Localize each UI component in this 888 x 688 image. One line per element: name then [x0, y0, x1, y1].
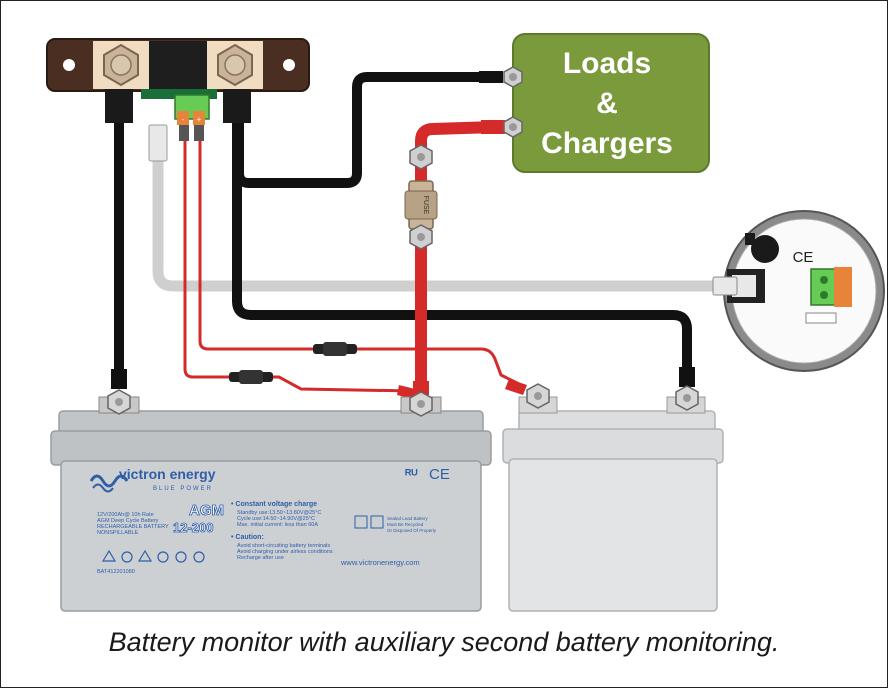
shunt-term-plus: + [197, 115, 202, 124]
recycle-icon [354, 515, 384, 529]
sense-wire-main [183, 139, 414, 393]
aux-battery-bolt-negative [675, 385, 699, 411]
main-battery-rim [50, 430, 492, 466]
recycle-line-2: Must Be Recycled [387, 522, 424, 527]
sense-lug-aux [505, 379, 527, 395]
shunt: - + [46, 38, 310, 162]
battery-monitor: CE [712, 210, 885, 372]
svg-text:CE: CE [429, 466, 450, 483]
loads-chargers-box: Loads & Chargers [503, 33, 710, 173]
main-battery-body [60, 460, 482, 612]
charge-line-2: Cycle use:14.50~14.90V@25°C [237, 516, 315, 522]
monitor-dip-switch [805, 312, 837, 324]
negative-lug-loads [479, 71, 503, 83]
aux-battery-bolt-positive [526, 383, 550, 409]
spec-line-4: NONSPILLABLE [97, 530, 139, 536]
spec-line-2: AGM Deep Cycle Battery [97, 518, 159, 524]
sense-plug-2 [194, 125, 204, 141]
rj12-plug-monitor [712, 276, 738, 296]
shunt-mount-hole-left [63, 59, 75, 71]
spec-line-1: 12V/200Ah@ 10h Rate [97, 512, 154, 518]
part-number: BAT412201080 [97, 569, 135, 575]
main-battery-bolt-negative [107, 389, 131, 415]
model-label: AGM [189, 502, 224, 519]
warning-icons [101, 549, 205, 563]
svg-text:ᴿᵁ: ᴿᵁ [405, 466, 418, 482]
fuse-label: FUSE [422, 196, 429, 215]
brand-sub: BLUE POWER [153, 486, 213, 492]
lug-aux-negative [679, 367, 695, 387]
caution-line-2: Avoid charging under airless conditions [237, 549, 333, 555]
positive-lug-loads [481, 120, 505, 134]
shunt-bolt-left [103, 43, 139, 87]
caution-line-1: Avoid short-circuiting battery terminals [237, 543, 330, 549]
cert-marks: ᴿᵁ CE [405, 466, 450, 483]
shunt-cable-boot-right [223, 89, 251, 123]
fuse-bolt-top [409, 144, 433, 170]
loads-ampersand: & [596, 87, 618, 120]
model-number: 12-200 [173, 520, 213, 535]
aux-battery-rim [502, 428, 724, 464]
loads-label: Loads [563, 47, 651, 80]
loads-terminal-negative [503, 66, 523, 88]
spec-line-3: RECHARGEABLE BATTERY [97, 524, 169, 530]
shunt-sense-block-2 [193, 111, 205, 125]
sense-lug-main [397, 385, 415, 399]
recycle-line-3: Or Disposed Of Properly [387, 528, 437, 533]
charge-line-1: Standby use:13.50~13.80V@25°C [237, 510, 321, 516]
lug-battery-positive [413, 381, 429, 395]
charge-line-3: Max. initial current: less than 60A [237, 522, 318, 528]
aux-battery [502, 383, 724, 612]
fuse-bolt-bottom [409, 224, 433, 250]
chargers-label: Chargers [541, 127, 673, 160]
monitor-buzzer [751, 235, 779, 263]
monitor-ce-mark: CE [793, 249, 814, 266]
shunt-bolt-right [217, 43, 253, 87]
recycle-line-1: Sealed Lead Battery [387, 516, 429, 521]
shunt-mount-hole-right [283, 59, 295, 71]
data-cable [152, 155, 729, 292]
shunt-term-minus: - [182, 115, 185, 124]
caution-line-3: Recharge after use [237, 555, 284, 561]
shunt-body [149, 41, 207, 91]
website: www.victronenergy.com [340, 558, 420, 567]
inline-fuse-aux [313, 342, 357, 356]
inline-fuse-main [229, 370, 273, 384]
charge-title: • Constant voltage charge [231, 501, 317, 508]
aux-battery-body [508, 458, 718, 612]
shunt-sense-block-1 [177, 111, 189, 125]
shunt-pcb [141, 89, 217, 99]
main-battery: victron energy BLUE POWER ᴿᵁ CE 12V/200A… [50, 389, 492, 612]
main-battery-bolt-positive [409, 391, 433, 417]
loads-terminal-positive [503, 116, 523, 138]
shunt-cable-boot-left [105, 89, 133, 123]
victron-logo-icon [89, 474, 129, 493]
lug-battery-negative [111, 369, 127, 389]
caution-title: • Caution: [231, 534, 264, 541]
brand-name: victron energy [119, 466, 216, 482]
main-fuse: FUSE [404, 144, 438, 250]
diagram-caption: Battery monitor with auxiliary second ba… [108, 627, 780, 657]
sense-wire-aux [198, 139, 526, 389]
sense-plug-1 [179, 125, 189, 141]
rj12-plug-shunt [148, 124, 168, 162]
wire-shunt-to-aux-negative [232, 121, 692, 377]
positive-wire-upper [415, 121, 496, 149]
